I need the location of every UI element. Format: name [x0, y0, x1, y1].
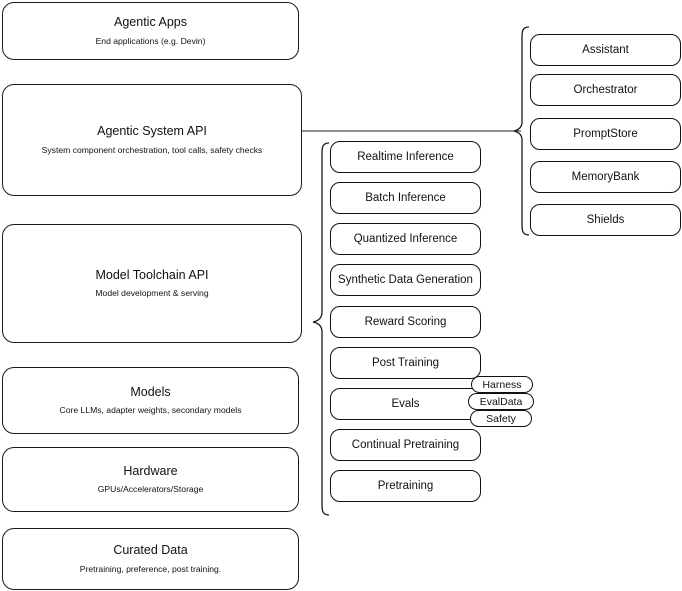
system-component-label: MemoryBank [571, 170, 640, 183]
pill-label: Safety [486, 412, 516, 425]
layer-curated-data[interactable]: Curated Data Pretraining, preference, po… [2, 528, 299, 590]
system-component-label: PromptStore [573, 127, 638, 140]
system-component-assistant[interactable]: Assistant [530, 34, 681, 66]
capability-batch-inference[interactable]: Batch Inference [330, 182, 481, 214]
capability-label: Evals [391, 397, 420, 410]
capability-label: Synthetic Data Generation [338, 273, 473, 286]
layer-title: Agentic System API [97, 124, 207, 139]
pill-label: Harness [482, 378, 522, 391]
layer-subtitle: Model development & serving [95, 288, 209, 299]
capability-continual-pretraining[interactable]: Continual Pretraining [330, 429, 481, 461]
system-component-promptstore[interactable]: PromptStore [530, 118, 681, 150]
layer-title: Hardware [123, 463, 178, 478]
layer-subtitle: Core LLMs, adapter weights, secondary mo… [59, 405, 242, 416]
capability-pretraining[interactable]: Pretraining [330, 470, 481, 502]
capability-label: Quantized Inference [353, 232, 458, 245]
layer-subtitle: End applications (e.g. Devin) [95, 35, 206, 46]
capability-label: Batch Inference [365, 191, 446, 204]
layer-subtitle: System component orchestration, tool cal… [41, 144, 263, 155]
evals-subcomponent-harness[interactable]: Harness [471, 376, 533, 393]
layer-title: Curated Data [113, 543, 188, 558]
capability-quantized-inference[interactable]: Quantized Inference [330, 223, 481, 255]
capability-reward-scoring[interactable]: Reward Scoring [330, 306, 481, 338]
capability-label: Reward Scoring [364, 315, 447, 328]
capability-label: Continual Pretraining [351, 438, 460, 451]
capability-realtime-inference[interactable]: Realtime Inference [330, 141, 481, 173]
system-component-label: Orchestrator [573, 83, 638, 96]
pill-label: EvalData [479, 395, 523, 408]
capability-label: Realtime Inference [357, 150, 454, 163]
evals-subcomponent-safety[interactable]: Safety [470, 410, 532, 427]
layer-agentic-apps[interactable]: Agentic Apps End applications (e.g. Devi… [2, 2, 299, 60]
layer-subtitle: GPUs/Accelerators/Storage [97, 484, 204, 495]
layer-model-toolchain-api[interactable]: Model Toolchain API Model development & … [2, 224, 302, 343]
system-component-label: Assistant [582, 43, 629, 56]
evals-subcomponent-evaldata[interactable]: EvalData [468, 393, 534, 410]
system-component-orchestrator[interactable]: Orchestrator [530, 74, 681, 106]
layer-hardware[interactable]: Hardware GPUs/Accelerators/Storage [2, 447, 299, 512]
capability-label: Pretraining [377, 479, 434, 492]
layer-models[interactable]: Models Core LLMs, adapter weights, secon… [2, 367, 299, 434]
layer-title: Agentic Apps [114, 15, 187, 30]
layer-agentic-system-api[interactable]: Agentic System API System component orch… [2, 84, 302, 196]
capability-synthetic-data-generation[interactable]: Synthetic Data Generation [330, 264, 481, 296]
capability-label: Post Training [371, 356, 440, 369]
capability-post-training[interactable]: Post Training [330, 347, 481, 379]
capability-evals[interactable]: Evals [330, 388, 481, 420]
system-component-label: Shields [586, 213, 625, 226]
layer-subtitle: Pretraining, preference, post training. [79, 563, 222, 574]
layer-title: Models [130, 384, 171, 399]
brace-toolchain-capabilities [312, 142, 330, 516]
system-component-memorybank[interactable]: MemoryBank [530, 161, 681, 193]
system-component-shields[interactable]: Shields [530, 204, 681, 236]
layer-title: Model Toolchain API [95, 267, 209, 282]
brace-system-components [513, 26, 530, 236]
